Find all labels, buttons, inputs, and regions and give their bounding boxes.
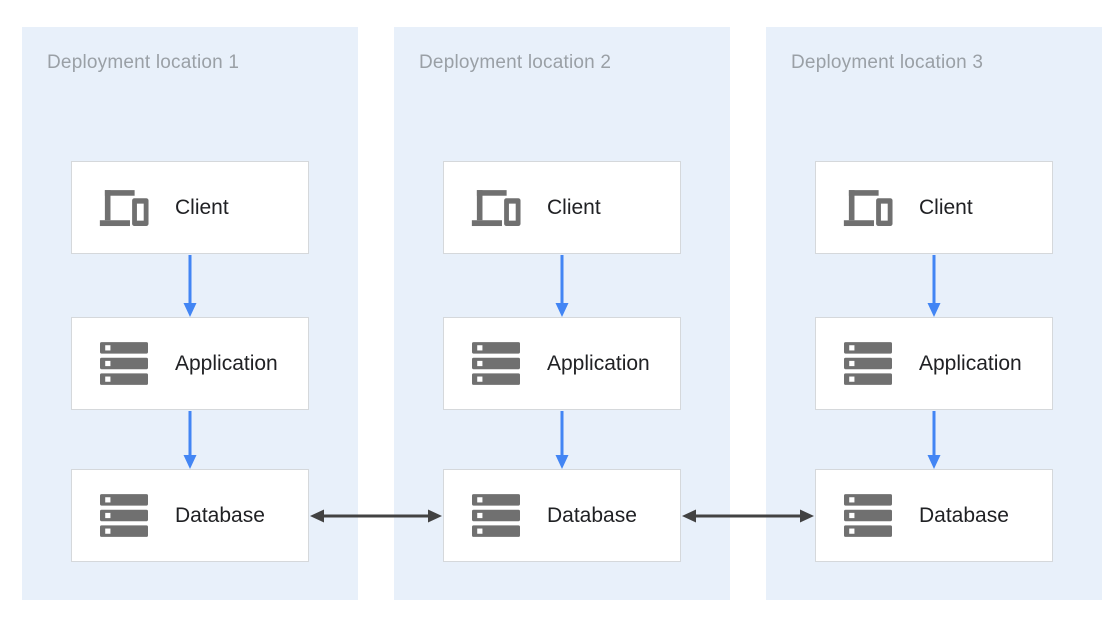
client-node: Client <box>443 161 681 254</box>
application-node: Application <box>443 317 681 410</box>
node-label: Client <box>547 195 601 219</box>
node-label: Application <box>547 351 650 375</box>
application-node: Application <box>71 317 309 410</box>
server-stack-icon <box>95 342 153 385</box>
node-label: Database <box>175 503 265 527</box>
deployment-location-1-panel: Deployment location 1 Client <box>22 27 358 600</box>
arrow-client-to-application <box>183 255 197 317</box>
application-node: Application <box>815 317 1053 410</box>
server-stack-icon <box>467 342 525 385</box>
devices-icon <box>839 186 897 229</box>
client-node: Client <box>815 161 1053 254</box>
arrow-client-to-application <box>927 255 941 317</box>
panel-title: Deployment location 3 <box>791 52 984 73</box>
arrow-database2-database3-bidirectional <box>682 509 814 523</box>
server-stack-icon <box>95 494 153 537</box>
node-label: Client <box>919 195 973 219</box>
panel-title: Deployment location 2 <box>419 52 612 73</box>
arrow-database1-database2-bidirectional <box>310 509 442 523</box>
deployment-location-2-panel: Deployment location 2 Client <box>394 27 730 600</box>
arrow-application-to-database <box>927 411 941 469</box>
node-label: Database <box>547 503 637 527</box>
server-stack-icon <box>839 494 897 537</box>
node-label: Client <box>175 195 229 219</box>
node-label: Application <box>919 351 1022 375</box>
server-stack-icon <box>839 342 897 385</box>
arrow-client-to-application <box>555 255 569 317</box>
server-stack-icon <box>467 494 525 537</box>
database-node: Database <box>815 469 1053 562</box>
database-node: Database <box>71 469 309 562</box>
devices-icon <box>95 186 153 229</box>
client-node: Client <box>71 161 309 254</box>
node-label: Database <box>919 503 1009 527</box>
panel-title: Deployment location 1 <box>47 52 240 73</box>
arrow-application-to-database <box>555 411 569 469</box>
devices-icon <box>467 186 525 229</box>
arrow-application-to-database <box>183 411 197 469</box>
database-node: Database <box>443 469 681 562</box>
node-label: Application <box>175 351 278 375</box>
deployment-location-3-panel: Deployment location 3 Client <box>766 27 1102 600</box>
